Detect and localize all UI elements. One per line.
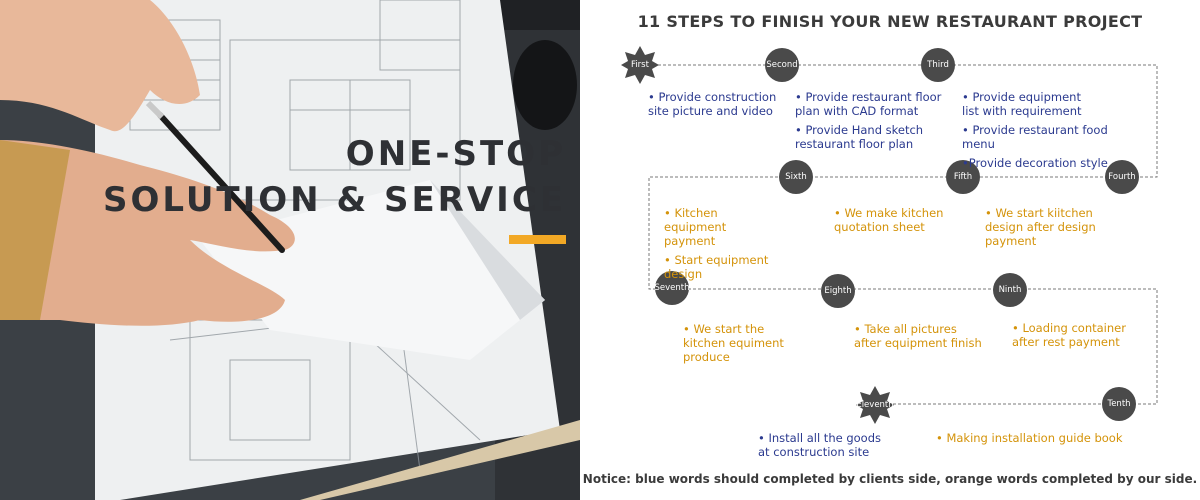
step-node-label: Ninth <box>998 285 1022 295</box>
step-item: • Making installation guide book <box>936 431 1123 445</box>
step-item: • We make kitchen quotation sheet <box>834 206 944 234</box>
step-node-seventh: Seventh <box>654 271 690 305</box>
step-node-third: Third <box>921 48 955 82</box>
blueprint-photo-illustration <box>0 0 580 500</box>
step-node-label: Fifth <box>953 172 973 182</box>
step-item: • Take all pictures after equipment fini… <box>854 322 982 350</box>
step-item: • Provide Hand sketch restaurant floor p… <box>795 123 924 151</box>
step-text-fifth: • We make kitchen quotation sheet <box>834 206 944 239</box>
step-node-eleventh: Eleventh <box>856 386 894 424</box>
steps-diagram: 11 STEPS TO FINISH YOUR NEW RESTAURANT P… <box>580 0 1200 500</box>
step-item: •Provide decoration style <box>962 156 1108 170</box>
step-text-second: • Provide restaurant floor plan with CAD… <box>795 90 945 156</box>
step-item: • Provide restaurant floor plan with CAD… <box>795 90 942 118</box>
step-node-label: Eleventh <box>856 400 894 410</box>
step-text-first: • Provide construction site picture and … <box>648 90 778 123</box>
step-node-second: Second <box>765 48 799 82</box>
step-node-label: Sixth <box>785 172 807 182</box>
step-text-third: • Provide equipment list with requiremen… <box>962 90 1142 175</box>
step-item: • Provide restaurant food menu <box>962 123 1108 151</box>
step-text-ninth: • Loading container after rest payment <box>1012 321 1127 354</box>
diagram-title: 11 STEPS TO FINISH YOUR NEW RESTAURANT P… <box>637 12 1143 31</box>
step-item: • Start equipment design <box>664 253 769 281</box>
step-item: • Provide construction site picture and … <box>648 90 777 118</box>
step-text-tenth: • Making installation guide book <box>936 431 1156 450</box>
step-node-sixth: Sixth <box>779 160 813 194</box>
step-node-label: First <box>631 60 649 70</box>
step-text-seventh: • We start the kitchen equiment produce <box>683 322 808 369</box>
step-text-eighth: • Take all pictures after equipment fini… <box>854 322 984 355</box>
hero-photo: ONE-STOP SOLUTION & SERVICE <box>0 0 580 500</box>
accent-bar <box>509 235 566 244</box>
step-item: • Loading container after rest payment <box>1012 321 1126 349</box>
step-node-fifth: Fifth <box>946 160 980 194</box>
step-node-label: Tenth <box>1107 399 1131 409</box>
step-item: • We start kiitchen design after design … <box>985 206 1096 248</box>
connector-path <box>638 64 1158 405</box>
notice-text: Notice: blue words should completed by c… <box>582 472 1198 486</box>
step-node-label: Fourth <box>1108 172 1136 182</box>
step-node-ninth: Ninth <box>993 273 1027 307</box>
step-node-fourth: Fourth <box>1105 160 1139 194</box>
step-node-eighth: Eighth <box>821 274 855 308</box>
step-text-fourth: • We start kiitchen design after design … <box>985 206 1130 253</box>
step-item: • We start the kitchen equiment produce <box>683 322 784 364</box>
step-node-label: Second <box>766 60 798 70</box>
step-node-label: Third <box>927 60 949 70</box>
hero-title-line1: ONE-STOP <box>345 134 566 174</box>
step-text-eleventh: • Install all the goods at construction … <box>758 431 883 464</box>
step-node-tenth: Tenth <box>1102 387 1136 421</box>
step-item: • Provide equipment list with requiremen… <box>962 90 1082 118</box>
step-item: • Install all the goods at construction … <box>758 431 881 459</box>
step-item: • Kitchen equipment payment <box>664 206 727 248</box>
step-text-sixth: • Kitchen equipment payment • Start equi… <box>664 206 804 286</box>
step-node-first: First <box>621 46 659 84</box>
step-node-label: Eighth <box>824 286 852 296</box>
hero-title-line2: SOLUTION & SERVICE <box>102 180 566 220</box>
step-node-label: Seventh <box>654 283 690 293</box>
